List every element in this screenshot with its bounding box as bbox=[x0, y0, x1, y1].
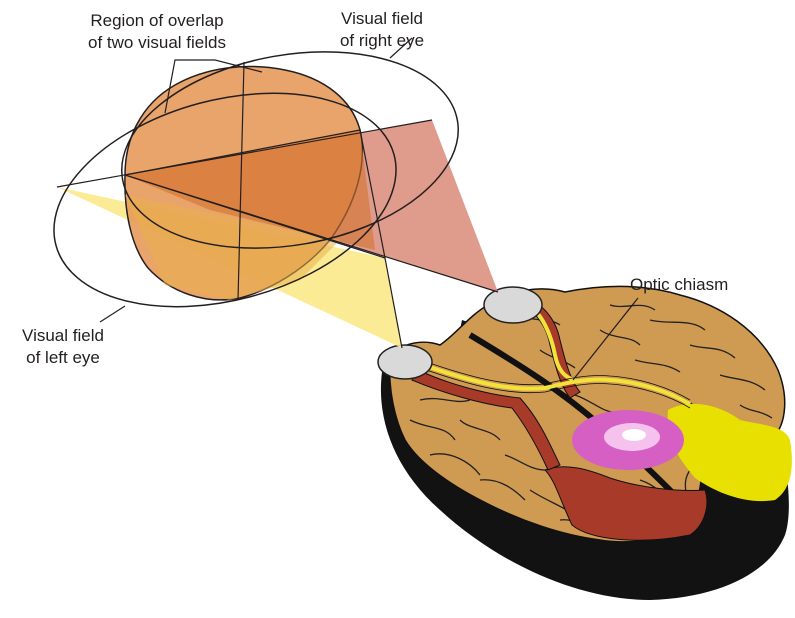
left-eye bbox=[378, 345, 432, 379]
right-eye bbox=[484, 287, 542, 323]
label-overlap-line2: of two visual fields bbox=[62, 32, 252, 54]
label-optic-chiasm: Optic chiasm bbox=[630, 274, 728, 296]
label-left-eye-line1: Visual field bbox=[4, 325, 122, 347]
label-overlap-region: Region of overlap of two visual fields bbox=[62, 10, 252, 54]
label-right-eye-line1: Visual field bbox=[322, 8, 442, 30]
label-left-eye-field: Visual field of left eye bbox=[4, 325, 122, 369]
label-overlap-line1: Region of overlap bbox=[62, 10, 252, 32]
label-right-eye-line2: of right eye bbox=[322, 30, 442, 52]
label-right-eye-field: Visual field of right eye bbox=[322, 8, 442, 52]
label-left-eye-line2: of left eye bbox=[4, 347, 122, 369]
